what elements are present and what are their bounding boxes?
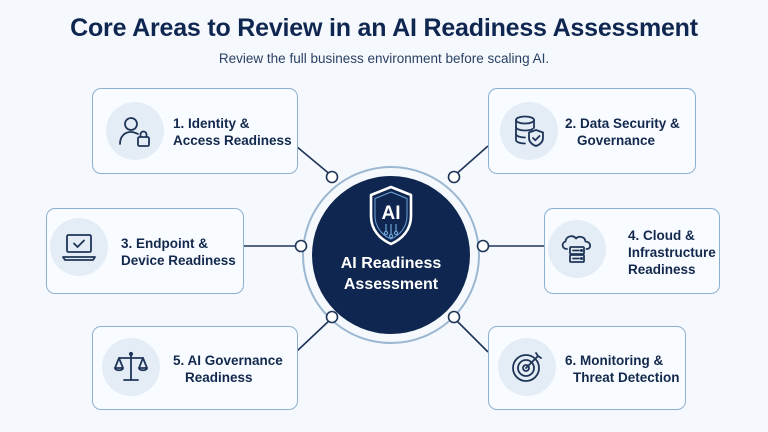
scales-icon <box>102 338 160 396</box>
user-lock-icon <box>106 102 164 160</box>
connector-dot-6 <box>447 310 461 324</box>
connector-dot-5 <box>325 310 339 324</box>
hub-title-line2: Assessment <box>343 276 439 293</box>
area-label-data-security: 2. Data Security & Governance <box>565 115 680 149</box>
database-shield-icon <box>500 102 558 160</box>
area-label-ai-governance: 5. AI Governance Readiness <box>173 352 283 386</box>
connector-1 <box>295 145 333 177</box>
cloud-server-icon <box>548 220 606 278</box>
hub-circle <box>312 176 470 334</box>
area-label-identity: 1. Identity & Access Readiness <box>173 115 292 149</box>
laptop-check-icon <box>50 218 108 276</box>
hub-title: AI Readiness Assessment <box>312 253 470 295</box>
area-3-line1: 3. Endpoint & <box>121 236 208 251</box>
connector-dot-3 <box>294 239 308 253</box>
area-label-endpoint: 3. Endpoint & Device Readiness <box>121 235 236 269</box>
area-6-line1: 6. Monitoring & <box>565 353 664 368</box>
area-4-line1: 4. Cloud & <box>628 228 695 243</box>
connector-dot-2 <box>447 170 461 184</box>
target-icon <box>498 338 556 396</box>
connector-5 <box>295 317 333 353</box>
connector-2 <box>453 145 489 177</box>
area-label-monitoring: 6. Monitoring & Threat Detection <box>565 352 680 386</box>
connector-dot-4 <box>476 239 490 253</box>
area-6-line2: Threat Detection <box>573 370 680 385</box>
connector-dot-1 <box>325 170 339 184</box>
ai-shield-icon: AI <box>366 184 416 253</box>
area-5-line1: 5. AI Governance <box>173 353 283 368</box>
area-2-line2: Governance <box>577 133 656 148</box>
area-4-line2: Infrastructure <box>628 245 716 260</box>
area-2-line1: 2. Data Security & <box>565 116 680 131</box>
area-5-line2: Readiness <box>185 370 253 385</box>
page-title: Core Areas to Review in an AI Readiness … <box>70 14 698 42</box>
area-4-line3: Readiness <box>628 262 696 277</box>
area-1-line1: 1. Identity & <box>173 116 250 131</box>
hub-badge-text: AI <box>382 203 401 224</box>
hub-title-line1: AI Readiness <box>340 255 442 272</box>
area-3-line2: Device Readiness <box>121 253 236 268</box>
connector-6 <box>453 317 489 353</box>
area-1-line2: Access Readiness <box>173 133 292 148</box>
area-label-cloud: 4. Cloud & Infrastructure Readiness <box>628 227 716 278</box>
page-subtitle: Review the full business environment bef… <box>218 51 550 66</box>
